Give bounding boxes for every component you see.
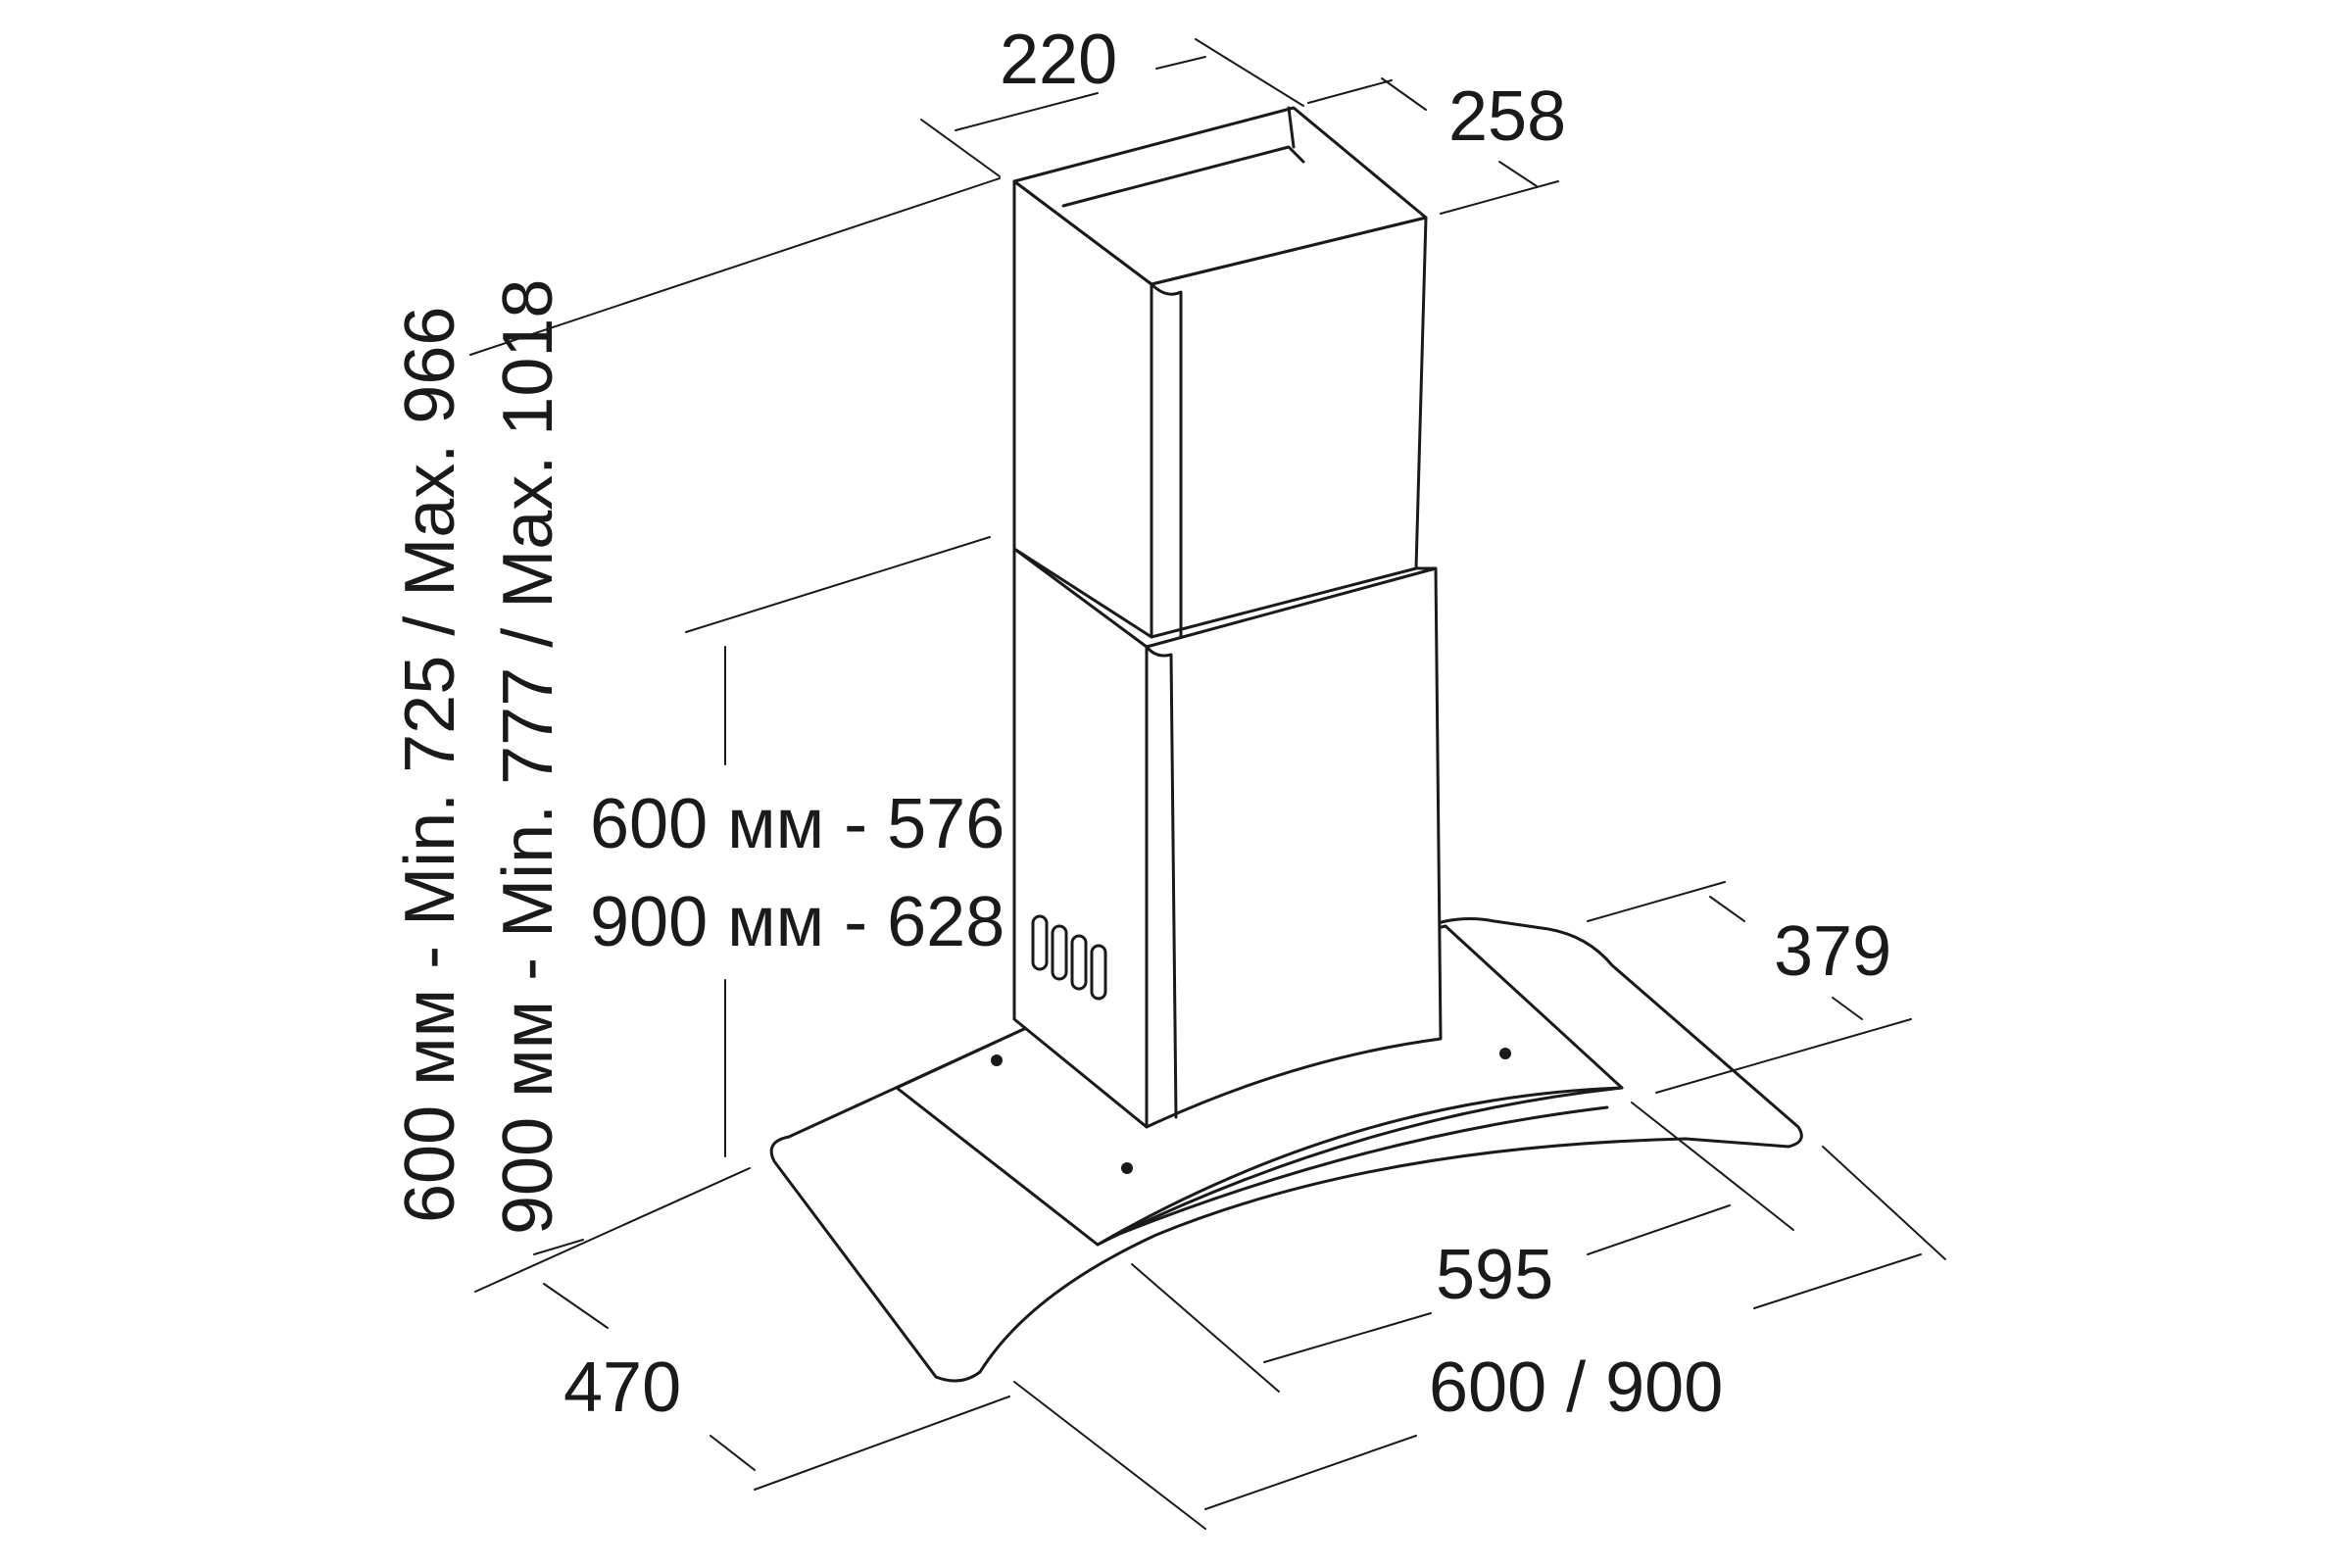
label-filter-width: 595 bbox=[1436, 1236, 1553, 1314]
dim-379-ext-top bbox=[1587, 881, 1726, 922]
dim-220-ext-right bbox=[1195, 38, 1304, 107]
mounting-hole-front bbox=[1121, 1162, 1133, 1174]
label-chimney-depth: 258 bbox=[1448, 77, 1566, 156]
upper-chimney-corner bbox=[1150, 282, 1183, 639]
dim-lower-chimney-ext-top bbox=[685, 536, 991, 633]
mounting-hole-left bbox=[991, 1054, 1003, 1066]
dim-total-height-ext-bottom bbox=[474, 1167, 751, 1293]
dim-600-900-ext-left bbox=[1013, 1381, 1206, 1530]
dim-600-900-line-right bbox=[1753, 1253, 1922, 1309]
dim-258-line-b bbox=[1498, 161, 1538, 187]
label-canopy-depth-back: 379 bbox=[1774, 912, 1891, 991]
dim-total-height-ext-top bbox=[469, 177, 1001, 356]
dim-470-ext-right bbox=[754, 1396, 1010, 1491]
label-lower-chimney-600: 600 мм - 576 bbox=[590, 785, 1004, 863]
label-lower-chimney-900: 900 мм - 628 bbox=[590, 883, 1004, 961]
vent-slot-1 bbox=[1031, 914, 1049, 971]
lower-chimney-corner bbox=[1145, 645, 1178, 1119]
lower-chimney-front-face bbox=[1145, 566, 1443, 1129]
dim-258-ext-top bbox=[1307, 79, 1393, 104]
label-total-height-600: 600 мм - Min. 725 / Max. 966 bbox=[391, 307, 469, 1223]
dim-595-line-left bbox=[1263, 1312, 1432, 1363]
dim-258-ext-bottom bbox=[1440, 180, 1559, 215]
upper-chimney-front-face bbox=[1150, 216, 1428, 639]
dim-379-line-b bbox=[1832, 997, 1863, 1020]
canopy-front-curve bbox=[1096, 1086, 1624, 1247]
vent-slot-2 bbox=[1051, 924, 1068, 981]
dim-379-ext-bottom bbox=[1655, 1018, 1912, 1094]
label-chimney-width: 220 bbox=[1000, 21, 1117, 99]
dim-595-ext-left bbox=[1131, 1263, 1280, 1393]
dim-470-ext-left bbox=[533, 1239, 584, 1255]
dim-220-line-left bbox=[955, 92, 1099, 131]
vent-slot-3 bbox=[1070, 934, 1088, 991]
label-canopy-depth-front: 470 bbox=[564, 1348, 681, 1427]
dim-595-ext-right bbox=[1631, 1102, 1794, 1231]
dimension-lines bbox=[469, 38, 1946, 1530]
chimney-top-inner bbox=[1061, 145, 1305, 208]
mounting-hole-right bbox=[1499, 1048, 1511, 1059]
chimney bbox=[1012, 106, 1443, 1129]
vent-slot-4 bbox=[1090, 944, 1107, 1001]
label-total-height-900: 900 мм - Min. 777 / Max. 1018 bbox=[489, 279, 567, 1235]
dim-258-line-a bbox=[1381, 77, 1427, 111]
dimension-labels: 220 258 379 470 595 600 / 900 600 мм - 5… bbox=[391, 21, 1891, 1427]
dim-220-line-right bbox=[1155, 56, 1206, 70]
dim-379-line-a bbox=[1709, 896, 1745, 922]
dim-600-900-ext-right bbox=[1822, 1146, 1946, 1260]
canopy-front-curve-lower bbox=[1110, 1105, 1609, 1239]
dim-595-line-right bbox=[1587, 1204, 1731, 1255]
chimney-top-opening bbox=[1012, 106, 1428, 286]
chimney-top-inner-back bbox=[1287, 106, 1296, 149]
label-hood-width: 600 / 900 bbox=[1429, 1348, 1723, 1427]
dim-600-900-line-left bbox=[1204, 1435, 1417, 1510]
dim-470-line-a bbox=[543, 1283, 609, 1329]
dim-220-ext-left bbox=[920, 119, 1001, 177]
vent-slots bbox=[1031, 914, 1107, 1001]
dim-470-line-b bbox=[710, 1435, 756, 1471]
